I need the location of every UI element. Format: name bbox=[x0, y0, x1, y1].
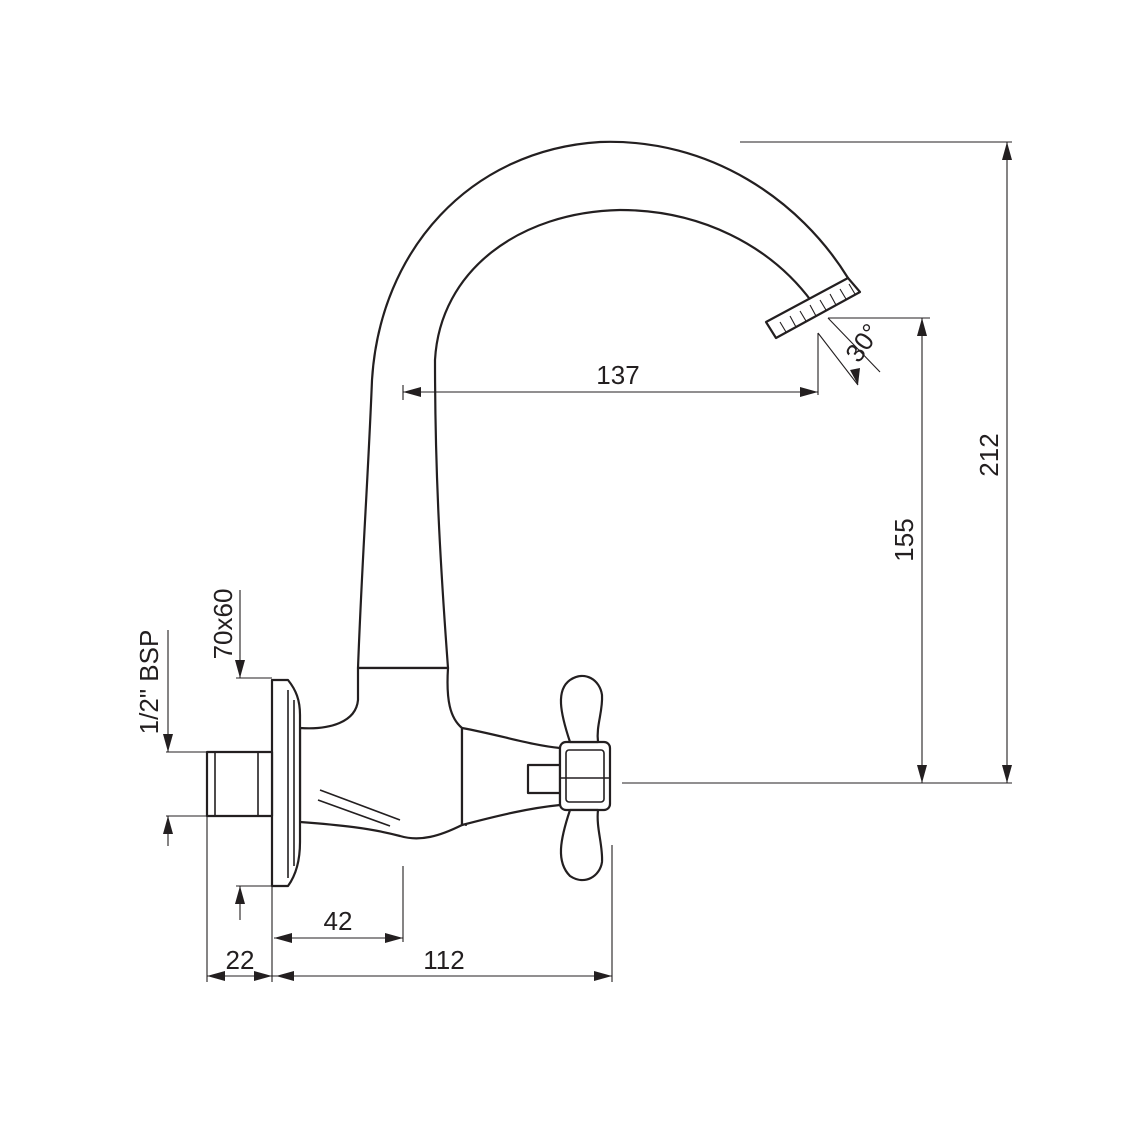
dim-thread-size: 1/2" BSP bbox=[134, 630, 164, 735]
dim-flange-size: 70x60 bbox=[208, 589, 238, 660]
aerator-knurl bbox=[779, 283, 856, 333]
spindle bbox=[526, 763, 562, 795]
dim-flange-to-body: 42 bbox=[324, 906, 353, 936]
dim-thread-length: 22 bbox=[226, 945, 255, 975]
dimension-lines bbox=[163, 141, 1012, 982]
dim-outlet-height: 155 bbox=[889, 518, 919, 561]
dim-flange-to-handle: 112 bbox=[423, 945, 464, 975]
dim-overall-height: 212 bbox=[974, 433, 1004, 476]
threaded-inlet bbox=[205, 750, 274, 818]
cross-handle bbox=[558, 674, 612, 882]
dim-spout-reach: 137 bbox=[596, 360, 639, 390]
aerator bbox=[764, 276, 862, 340]
valve-body bbox=[298, 666, 464, 840]
wall-flange bbox=[270, 678, 302, 888]
dim-angle: 30° bbox=[839, 318, 886, 367]
tap-outline bbox=[205, 140, 862, 888]
spout bbox=[356, 140, 850, 670]
